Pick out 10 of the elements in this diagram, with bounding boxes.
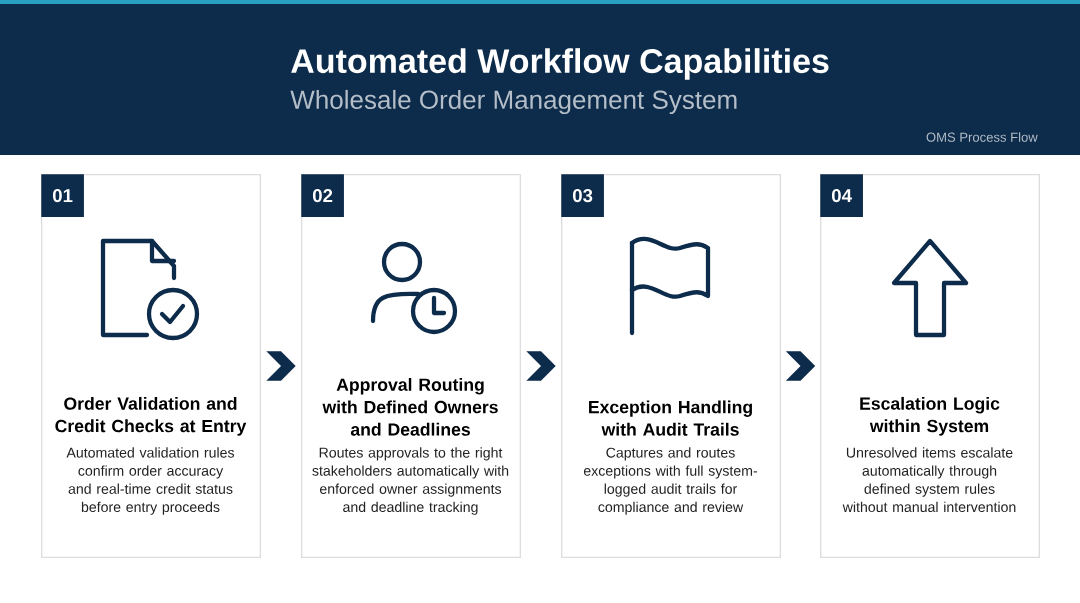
number-badge: 03 — [561, 174, 604, 217]
title: Automated Workflow Capabilities — [291, 48, 829, 80]
number-badge: 01 — [41, 174, 84, 217]
number-badge: 02 — [301, 174, 344, 217]
subtitle: Wholesale Order Management System — [290, 89, 737, 115]
chevron-arrow — [526, 351, 556, 381]
chevron-arrow — [785, 351, 816, 381]
chevron-arrow — [266, 351, 296, 381]
number-badge: 04 — [820, 174, 863, 217]
tag-text: OMS Process Flow — [926, 132, 1038, 142]
